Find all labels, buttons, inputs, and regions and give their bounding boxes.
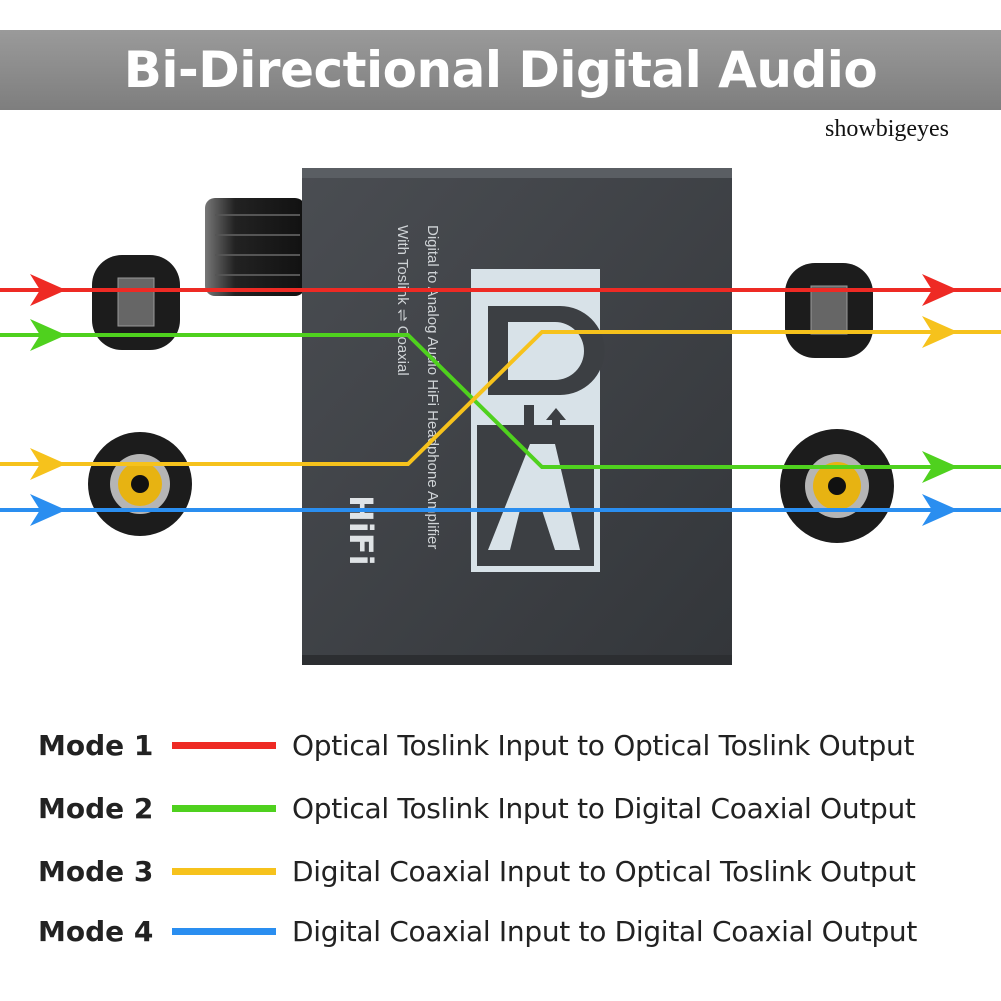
legend-mode2: Mode 2 Optical Toslink Input to Digital … [38,788,916,828]
arrow-right-icon [922,451,958,483]
arrow-right-icon [922,274,958,306]
legend-swatch [172,927,276,935]
coaxial-port-left [88,432,192,536]
toslink-port-left [92,255,180,350]
legend-mode4: Mode 4 Digital Coaxial Input to Digital … [38,911,917,951]
arrow-right-icon [922,494,958,526]
legend-mode1: Mode 1 Optical Toslink Input to Optical … [38,725,914,765]
legend-desc: Digital Coaxial Input to Digital Coaxial… [292,914,918,948]
watermark: showbigeyes [825,116,949,142]
legend-mode-label: Mode 3 [38,854,154,888]
legend-desc: Digital Coaxial Input to Optical Toslink… [292,854,916,888]
title-bar: Bi-Directional Digital Audio Converter [0,30,1001,179]
device-label-line1: Digital to Analog Audio HiFi Headphone A… [424,225,441,549]
device-label-line2: With Toslink ⇌ Coaxial [394,225,411,376]
legend-mode-label: Mode 4 [38,914,154,948]
legend-mode-label: Mode 1 [38,728,154,762]
arrow-right-icon [30,274,66,306]
legend-desc: Optical Toslink Input to Digital Coaxial… [292,791,916,825]
legend-swatch [172,741,276,749]
legend-swatch [172,867,276,875]
arrow-right-icon [922,316,958,348]
mode3-path [0,330,1001,466]
legend-mode-label: Mode 2 [38,791,154,825]
legend-desc: Optical Toslink Input to Optical Toslink… [292,728,915,762]
arrow-icons [30,274,958,526]
device-body: Digital to Analog Audio HiFi Headphone A… [302,168,732,665]
legend-mode3: Mode 3 Digital Coaxial Input to Optical … [38,851,916,891]
page-title: Bi-Directional Digital Audio Converter [123,41,878,179]
volume-knob [205,198,305,296]
legend-swatch [172,804,276,812]
hifi-badge: HiFi [342,495,380,566]
arrow-right-icon [30,319,66,351]
arrow-right-icon [30,494,66,526]
toslink-port-right [785,263,873,358]
coaxial-port-right [780,429,894,543]
da-logo [471,269,605,572]
arrow-right-icon [30,448,66,480]
mode2-path [0,333,1001,469]
